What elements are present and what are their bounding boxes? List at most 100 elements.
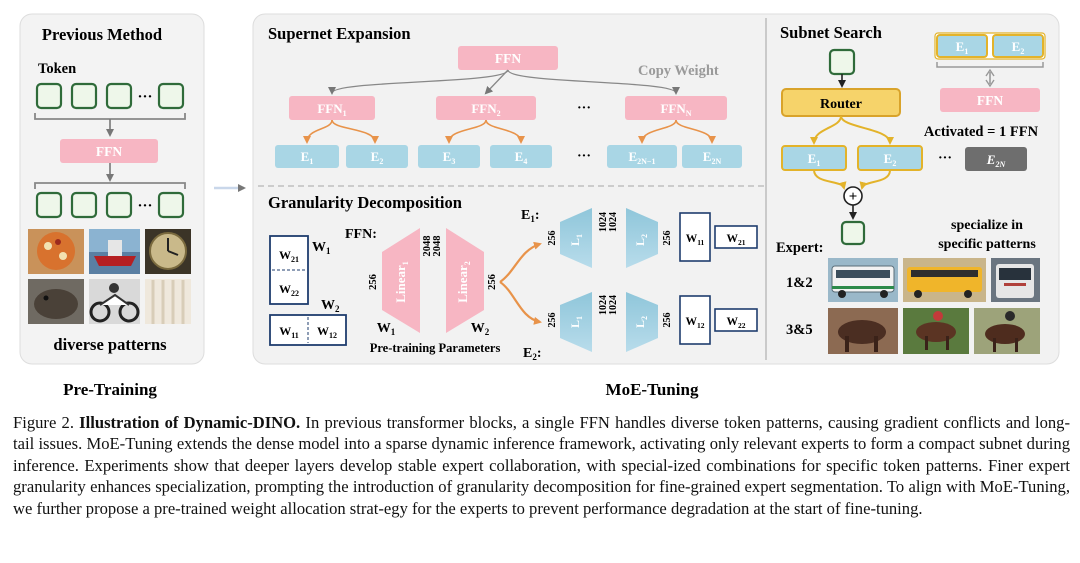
activated-e1: E1 [956,39,969,56]
otter-photo [28,279,84,324]
ffn-n-label: FFNN [660,101,691,118]
subnet-output-token [840,220,866,246]
ffn-2-label: FFN2 [471,101,500,118]
activated-1ffn-label: Activated = 1 FFN [924,124,1039,140]
copy-weight-label: Copy Weight [638,63,719,79]
ffn-colon-label: FFN: [345,227,377,242]
expert-e2n-1: E2N−1 [628,149,655,166]
moe-tuning-label: MoE-Tuning [606,380,699,399]
svg-text:1024: 1024 [598,295,609,315]
bracket-bottom [34,182,186,189]
activated-ffn-box [940,88,1040,112]
subnet-e2n-box [965,147,1027,171]
linear-2-label: Linear2 [455,261,472,303]
combo-3-5: 3&5 [786,322,813,338]
sum-plus-icon: + [849,189,858,205]
transit-bus-photo [991,258,1040,302]
subnet-e1-label: E1 [808,151,821,168]
figure-caption: Figure 2. Illustration of Dynamic-DINO. … [13,412,1070,519]
pre-training-label: Pre-Training [63,380,157,399]
e1-row-label: E1: [521,208,540,224]
e1-expert-row: L1 L2 256 1024 1024 256 W11 W21 [547,208,758,268]
linear-1-shape [382,228,420,333]
diverse-patterns-label: diverse patterns [53,335,167,354]
e2-expert-row: L1 L2 256 1024 1024 256 W12 W22 [547,292,758,352]
dim-2048-a: 2048 [422,236,433,257]
split-arrows [303,119,716,144]
expert-e2n: E2N [703,149,722,166]
expert-e3: E3 [443,149,456,166]
subnet-e2-label: E2 [884,151,897,168]
e2-w12: W12 [686,316,705,330]
svg-text:1024: 1024 [598,212,609,232]
w12-label: W12 [317,324,337,340]
ffn-ellipsis: ··· [577,101,591,116]
svg-text:256: 256 [547,231,558,246]
caption-line-6: egy for the experts to prevent performan… [383,498,923,518]
caption-line-1: In previous transformer blocks, a single… [305,413,939,432]
w2-matrix: W11 W12 [269,314,347,346]
supernet-ffn-row: FFN1 FFN2 FFNN [289,96,727,120]
w11-label: W11 [279,324,299,340]
previous-method-title: Previous Method [42,25,162,44]
copy-weight-arrows [328,69,680,95]
subnet-title: Subnet Search [780,23,882,42]
horse-photo-row [828,308,1040,354]
linear-1-label: Linear1 [393,261,410,303]
e1-w11: W11 [686,233,705,247]
router-label: Router [820,97,862,112]
horse-photo [828,308,898,354]
e2-L2: L2 [633,316,649,328]
caption-line-2: conflicts and long-tail issues. MoE-Tuni… [13,413,1071,454]
linear-w2-label: W2 [471,321,490,337]
token-ellipsis-top: ··· [137,89,152,105]
activated-ffn-label: FFN [977,93,1003,108]
e2-L1: L1 [568,316,584,328]
expert-ellipsis: ··· [577,149,591,164]
activated-e2: E2 [1012,39,1025,56]
subnet-input-token [828,48,856,76]
caption-title: Illustration of Dynamic-DINO. [79,413,301,432]
clock-photo [145,229,191,274]
dim-256-right: 256 [487,274,498,290]
linear-w1-label: W1 [377,321,396,337]
dim-2048-b: 2048 [432,236,443,257]
expert-e4: E4 [515,149,528,166]
activated-bracket [936,62,1044,68]
subnet-ellipsis: ··· [938,151,952,166]
e2-row-label: E2: [523,346,542,362]
city-bus-photo [828,258,898,302]
motorcycle-photo [89,279,140,324]
subnet-e2n-label: E2N [986,152,1007,169]
horse-race-photo [903,308,969,354]
token-label: Token [38,61,76,77]
e1-L1: L1 [568,234,584,246]
e1-w21: W21 [727,233,746,247]
bus-photo-row [828,258,1040,302]
ffn-1-label: FFN1 [317,101,346,118]
school-bus-photo [903,258,986,302]
supernet-expert-row: E1 E2 E3 E4 E2N−1 E2N [275,145,742,168]
w21-label: W21 [279,248,299,264]
granularity-title: Granularity Decomposition [268,193,462,212]
figure-diagram: Previous Method Token ··· FFN ··· divers… [19,13,1060,399]
e2-w22: W22 [727,316,746,330]
router-arrows [810,115,894,145]
expert-e1: E1 [301,149,314,166]
w1-side-label: W1 [312,240,331,256]
svg-text:256: 256 [662,231,673,246]
svg-text:1024: 1024 [608,212,619,232]
pretraining-params-label: Pre-training Parameters [370,341,501,355]
w2-side-label: W2 [321,298,340,314]
specialize-label-2: specific patterns [938,237,1036,252]
token-ellipsis-bottom: ··· [137,198,152,214]
boat-photo [89,229,140,274]
w22-label: W22 [279,282,299,298]
svg-text:256: 256 [662,313,673,328]
expert-e2: E2 [371,149,384,166]
svg-text:1024: 1024 [608,295,619,315]
curtain-photo [145,279,191,324]
caption-figure-number: Figure 2. [13,413,74,432]
w1-matrix: W21 W22 [269,235,309,305]
diverse-photo-grid [28,229,191,324]
